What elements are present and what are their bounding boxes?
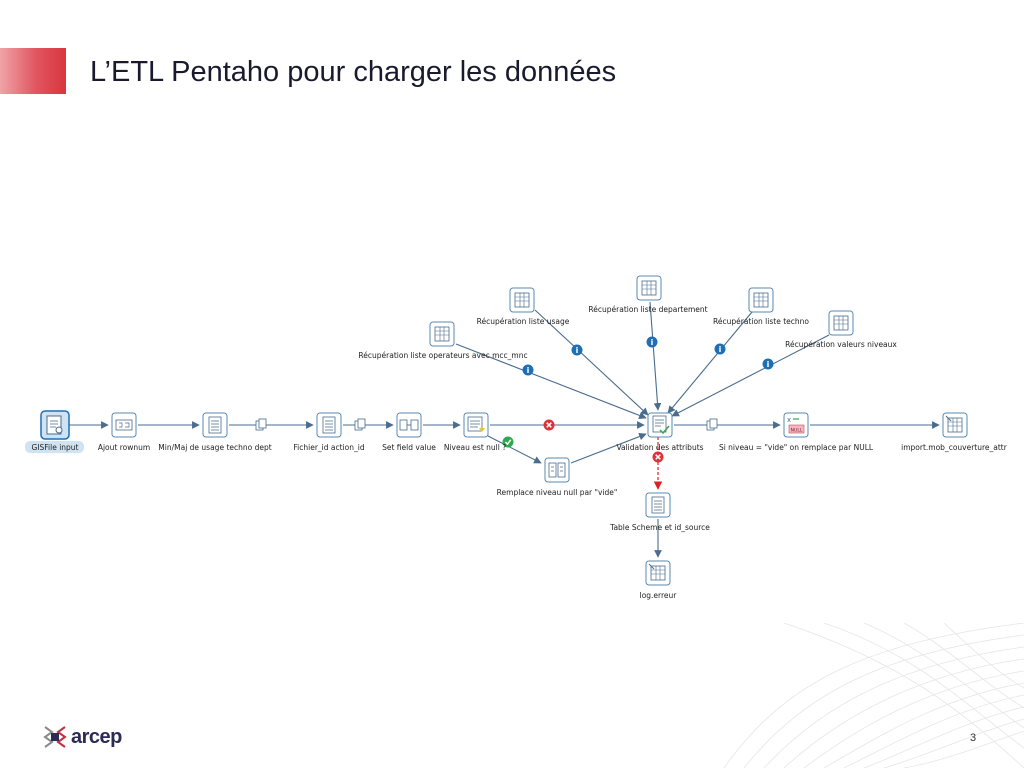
step-label: Set field value [382,443,436,452]
sequence-icon [115,419,133,431]
info-icon: i [646,336,658,348]
hop-recopera-validation [455,343,647,420]
step-recusage[interactable] [509,287,535,313]
logo-text: arcep [71,725,122,748]
validator-icon [652,415,670,435]
calculator-icon [208,416,222,434]
calculator-icon [651,496,665,514]
decorative-lines-background [724,623,1024,768]
svg-text:i: i [651,338,654,347]
arcep-logo: arcep [42,724,122,750]
step-label: Min/Maj de usage techno dept [158,443,271,452]
step-fichier[interactable] [316,412,342,438]
slide-title: L’ETL Pentaho pour charger les données [90,56,617,88]
step-recniv[interactable] [828,310,854,336]
table-input-icon [641,280,657,296]
step-import[interactable] [942,412,968,438]
svg-text:i: i [576,346,579,355]
svg-text:i: i [767,360,770,369]
info-icon: i [762,358,774,370]
false-icon [543,419,555,431]
step-label: Ajout rownum [98,443,150,452]
table-output-icon [945,415,963,433]
copy-icon [354,418,366,431]
info-icon: i [571,344,583,356]
true-icon [502,436,514,448]
step-minmaj[interactable] [202,412,228,438]
hop-recusage-validation [534,309,649,416]
step-label: Récupération valeurs niveaux [785,340,897,349]
table-input-icon [514,292,530,308]
copy-icon [255,418,267,431]
hop-rectechno-validation [667,311,753,414]
step-label: Récupération liste departement [588,305,707,314]
step-label: Validation des attributs [616,443,703,452]
step-label: log.erreur [640,591,678,600]
step-label: Fichier_id action_id [293,443,364,452]
hop-recdept-validation [649,301,662,411]
step-label: Table Scheme et id_source [609,523,710,532]
hop-niveau-remplace [487,435,542,464]
step-remplace[interactable] [544,457,570,483]
step-recopera[interactable] [429,321,455,347]
error-icon [652,451,664,463]
step-label: Récupération liste techno [713,317,809,326]
title-accent-bar [0,48,66,94]
step-label: Si niveau = "vide" on remplace par NULL [719,443,874,452]
selected-label-highlight [25,441,84,453]
step-logerreur[interactable] [645,560,671,586]
step-label: Récupération liste operateurs avec mcc_m… [358,351,527,360]
step-setfield[interactable] [396,412,422,438]
arcep-logo-mark [43,726,67,748]
step-validation[interactable] [647,412,673,438]
filter-rows-icon [467,416,485,432]
step-label: Niveau est null ? [444,443,506,452]
svg-text:NULL: NULL [791,428,803,434]
step-tablescheme[interactable] [645,492,671,518]
step-rectechno[interactable] [748,287,774,313]
step-niveau[interactable] [463,412,489,438]
step-label: Récupération liste usage [477,317,570,326]
set-field-icon [399,419,419,431]
table-input-icon [833,315,849,331]
hop-recniv-validation [671,334,830,417]
step-recdept[interactable] [636,275,662,301]
replace-icon [548,462,566,478]
step-label: import.mob_couverture_attr [901,443,1008,452]
hop-remplace-validation [570,432,647,464]
step-ajout[interactable] [111,412,137,438]
calculator-icon [322,416,336,434]
info-icon: i [714,343,726,355]
svg-text:i: i [719,345,722,354]
info-icon: i [522,364,534,376]
svg-text:i: i [527,366,530,375]
step-gisfile[interactable] [40,410,70,440]
table-output-icon [648,563,666,581]
copy-icon [706,418,718,431]
table-input-icon [434,326,450,342]
page-number: 3 [970,732,977,744]
table-input-icon [753,292,769,308]
file-input-icon [46,415,63,435]
step-label: GISFile input [31,443,78,452]
svg-text:x: x [787,416,791,424]
step-label: Remplace niveau null par "vide" [497,488,618,497]
